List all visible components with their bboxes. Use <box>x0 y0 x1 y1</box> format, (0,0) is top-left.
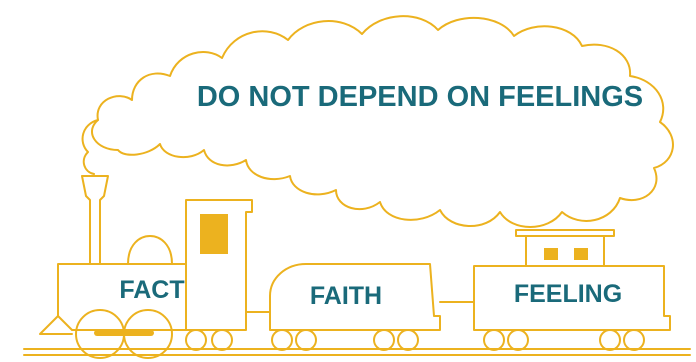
cab-window <box>200 214 228 254</box>
wheel-icon <box>623 329 645 351</box>
wheel-icon <box>185 329 207 351</box>
wheel-icon <box>271 329 293 351</box>
cloud-text: DO NOT DEPEND ON FEELINGS <box>197 81 643 113</box>
cupola-window <box>544 248 558 260</box>
wheel-icon <box>599 329 621 351</box>
steam-cloud-icon <box>91 15 674 228</box>
wheel-icon <box>397 329 419 351</box>
drive-rod <box>94 330 154 336</box>
wheel-icon <box>211 329 233 351</box>
wheel-icon <box>373 329 395 351</box>
smoke-trail <box>81 119 99 175</box>
wheel-icon <box>507 329 529 351</box>
caboose-label: FEELING <box>514 280 622 308</box>
wheel-icon <box>483 329 505 351</box>
cupola-window <box>574 248 588 260</box>
coal-car-icon <box>269 263 441 351</box>
locomotive-icon <box>39 175 253 359</box>
wheel-icon <box>295 329 317 351</box>
engine-label: FACT <box>119 276 184 304</box>
caboose-icon <box>473 229 671 351</box>
coal-car-label: FAITH <box>310 282 382 310</box>
